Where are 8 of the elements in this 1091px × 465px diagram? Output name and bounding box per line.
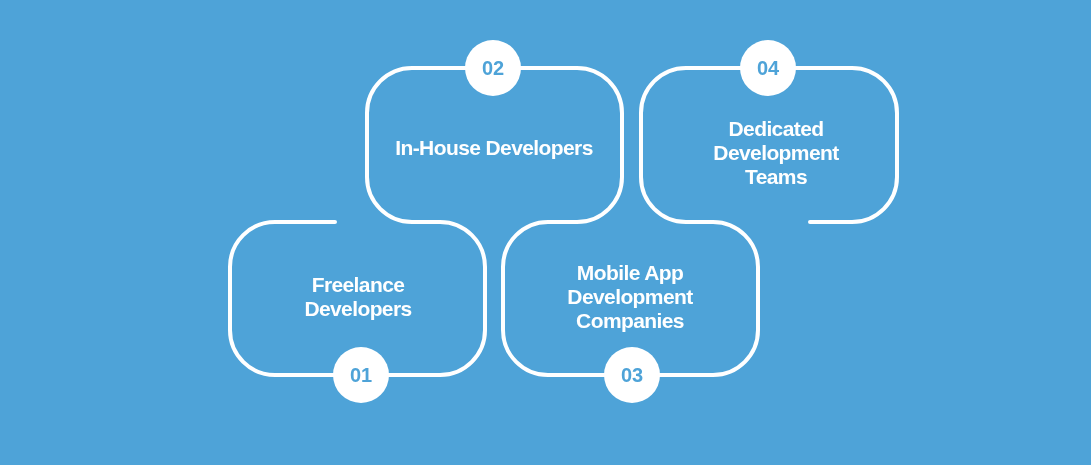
step-title: Dedicated Development Teams <box>712 117 840 189</box>
step-number: 04 <box>740 40 796 96</box>
step-title: Mobile App Development Companies <box>566 261 694 333</box>
step-number: 03 <box>604 347 660 403</box>
step-title: In-House Developers <box>394 136 594 160</box>
step-number: 01 <box>333 347 389 403</box>
step-title: Freelance Developers <box>303 273 413 321</box>
step-number: 02 <box>465 40 521 96</box>
